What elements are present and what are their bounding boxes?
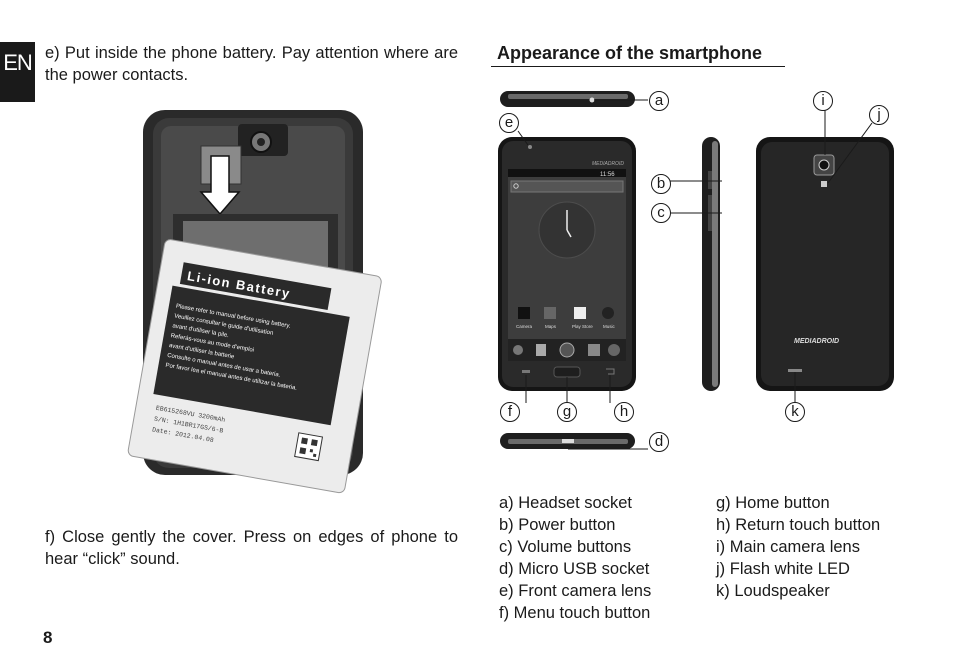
front-brand-label: MEDIADROID <box>592 161 624 167</box>
menu-touch-button <box>522 370 530 373</box>
headset-socket-icon <box>589 97 595 103</box>
callout-i: i <box>813 91 833 111</box>
legend-item-h: h) Return touch button <box>716 516 881 534</box>
legend-item-k: k) Loudspeaker <box>716 582 830 600</box>
flash-led <box>821 181 827 187</box>
loudspeaker <box>788 369 802 372</box>
status-time: 11:56 <box>600 172 615 178</box>
back-brand-label: MEDIADROID <box>794 338 839 345</box>
legend-left: a) Headset socket b) Power button c) Vol… <box>499 492 651 624</box>
app-label-music: Music <box>603 324 616 329</box>
usb-socket-icon <box>562 439 574 443</box>
music-app-icon <box>602 307 614 319</box>
maps-app-icon <box>544 307 556 319</box>
down-arrow-icon <box>199 155 241 216</box>
callout-h: h <box>614 402 634 422</box>
legend-item-c: c) Volume buttons <box>499 538 632 556</box>
app-label-playstore: Play Store <box>572 324 593 329</box>
section-title: Appearance of the smartphone <box>491 43 785 67</box>
legend-item-e: e) Front camera lens <box>499 582 652 600</box>
callout-a: a <box>649 91 669 111</box>
return-touch-button <box>606 368 615 375</box>
legend-item-f: f) Menu touch button <box>499 604 651 622</box>
callout-g: g <box>557 402 577 422</box>
power-button <box>708 171 712 189</box>
callout-c: c <box>651 203 671 223</box>
smartphone-diagram: MEDIADROID 11:56 Camera Maps Play Store … <box>498 91 894 450</box>
playstore-app-icon <box>574 307 586 319</box>
battery-qr-code <box>294 432 324 462</box>
legend-item-i: i) Main camera lens <box>716 538 860 556</box>
camera-app-icon <box>518 307 530 319</box>
page-number: 8 <box>43 628 53 647</box>
battery: Li-ion Battery Li-ion Battery Please ref… <box>127 239 382 494</box>
callout-j: j <box>869 105 889 125</box>
language-tab: EN <box>0 42 35 102</box>
legend-item-j: j) Flash white LED <box>716 560 850 578</box>
callout-d: d <box>649 432 669 452</box>
callout-e: e <box>499 113 519 133</box>
home-button <box>553 366 581 378</box>
front-camera-lens <box>528 145 532 149</box>
legend-item-b: b) Power button <box>499 516 616 534</box>
callout-k: k <box>785 402 805 422</box>
instruction-f: f) Close gently the cover. Press on edge… <box>45 528 458 568</box>
legend-item-a: a) Headset socket <box>499 494 632 512</box>
instruction-e: e) Put inside the phone battery. Pay att… <box>45 44 458 84</box>
legend-item-g: g) Home button <box>716 494 830 512</box>
callout-f: f <box>500 402 520 422</box>
legend-right: g) Home button h) Return touch button i)… <box>716 492 880 602</box>
legend-item-d: d) Micro USB socket <box>499 560 650 578</box>
app-label-camera: Camera <box>516 324 533 329</box>
app-label-maps: Maps <box>545 324 557 329</box>
callout-b: b <box>651 174 671 194</box>
battery-insertion-photo: Li-ion Battery Li-ion Battery Please ref… <box>127 110 382 494</box>
screen-search-bar <box>510 180 624 193</box>
